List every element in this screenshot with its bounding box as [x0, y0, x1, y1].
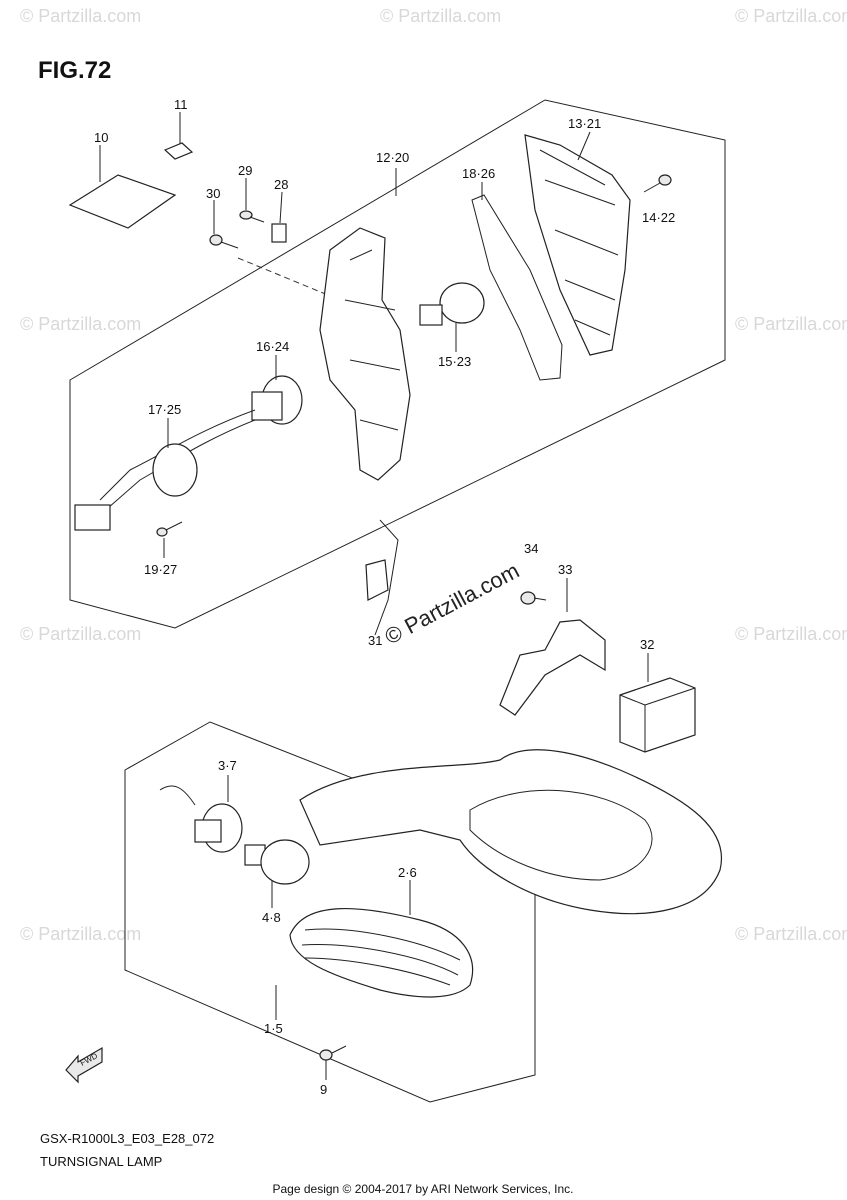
leader-line [374, 519, 399, 636]
watermark: © Partzilla.com [380, 6, 501, 26]
lens-detail [539, 149, 619, 336]
section-name: TURNSIGNAL LAMP [40, 1154, 162, 1169]
socket-part [251, 375, 303, 425]
callout-label: 13·21 [568, 116, 601, 131]
callout-label: 29 [238, 163, 252, 178]
callout-label: 11 [174, 97, 188, 112]
bulb-part [419, 282, 485, 326]
callout-label: 32 [640, 637, 654, 652]
wire-harness [99, 409, 256, 501]
watermark: © Partzilla.com [20, 6, 141, 26]
callout-label: 30 [206, 186, 220, 201]
callout-label: 31 [368, 633, 382, 648]
callout-label: 19·27 [144, 562, 177, 577]
screw-icon [319, 1045, 347, 1061]
rear-assembly-frame [69, 99, 726, 629]
callout-label: 17·25 [148, 402, 181, 417]
screw-icon [643, 174, 672, 193]
clip-part [271, 223, 287, 243]
fwd-arrow-icon: FWD [65, 1046, 103, 1084]
relay-bracket-part [499, 619, 606, 716]
callout-label: 18·26 [462, 166, 495, 181]
socket-part [159, 785, 243, 853]
bolt-icon [520, 591, 547, 605]
watermark-center: © Partzilla.com [381, 558, 524, 650]
watermark: © Partzilla.com [735, 624, 847, 644]
gasket-part [471, 194, 563, 381]
connector-part [74, 504, 111, 531]
leader-line [577, 131, 591, 161]
callout-label: 33 [558, 562, 572, 577]
screw-icon [156, 521, 183, 537]
mirror-recess [469, 789, 653, 881]
watermark: © Partzilla.com [735, 314, 847, 334]
callout-label: 16·24 [256, 339, 289, 354]
lens-part [524, 134, 631, 356]
watermark: © Partzilla.com [20, 624, 141, 644]
watermark: © Partzilla.com [735, 6, 847, 26]
front-assembly-frame [124, 721, 536, 1103]
lens-part [289, 907, 474, 998]
callout-label: 15·23 [438, 354, 471, 369]
callout-label: 28 [274, 177, 288, 192]
lens-detail [301, 928, 461, 986]
callout-label: 10 [94, 130, 108, 145]
callout-label: 4·8 [262, 910, 281, 925]
leader-line [279, 191, 283, 224]
screw-icon [209, 234, 239, 249]
model-code: GSX-R1000L3_E03_E28_072 [40, 1131, 214, 1146]
callout-label: 1·5 [264, 1021, 283, 1036]
dashed-guide [237, 257, 341, 301]
footer-copyright: Page design © 2004-2017 by ARI Network S… [272, 1182, 573, 1196]
callout-label: 12·20 [376, 150, 409, 165]
screw-icon [239, 210, 265, 223]
callout-labels: 10 11 29 28 30 12·20 18·26 13·21 14·22 1… [94, 97, 675, 1097]
lamp-bracket-part [319, 227, 411, 481]
watermark: © Partzilla.com [735, 924, 847, 944]
watermark: © Partzilla.com [20, 924, 141, 944]
relay-part [619, 677, 696, 753]
clip-part [365, 559, 389, 601]
callout-label: 9 [320, 1082, 327, 1097]
callout-label: 3·7 [218, 758, 237, 773]
callout-label: 14·22 [642, 210, 675, 225]
figure-title: FIG.72 [38, 57, 111, 84]
watermark: © Partzilla.com [20, 314, 141, 334]
grommet-part [152, 443, 198, 497]
bracket-detail [344, 249, 401, 431]
watermark-layer: © Partzilla.com © Partzilla.com © Partzi… [20, 6, 847, 944]
callout-label: 2·6 [398, 865, 417, 880]
small-pad-part [163, 142, 194, 160]
mirror-housing [299, 749, 723, 915]
callout-label: 34 [524, 541, 538, 556]
bulb-part [244, 839, 310, 885]
pad-part [68, 174, 177, 229]
